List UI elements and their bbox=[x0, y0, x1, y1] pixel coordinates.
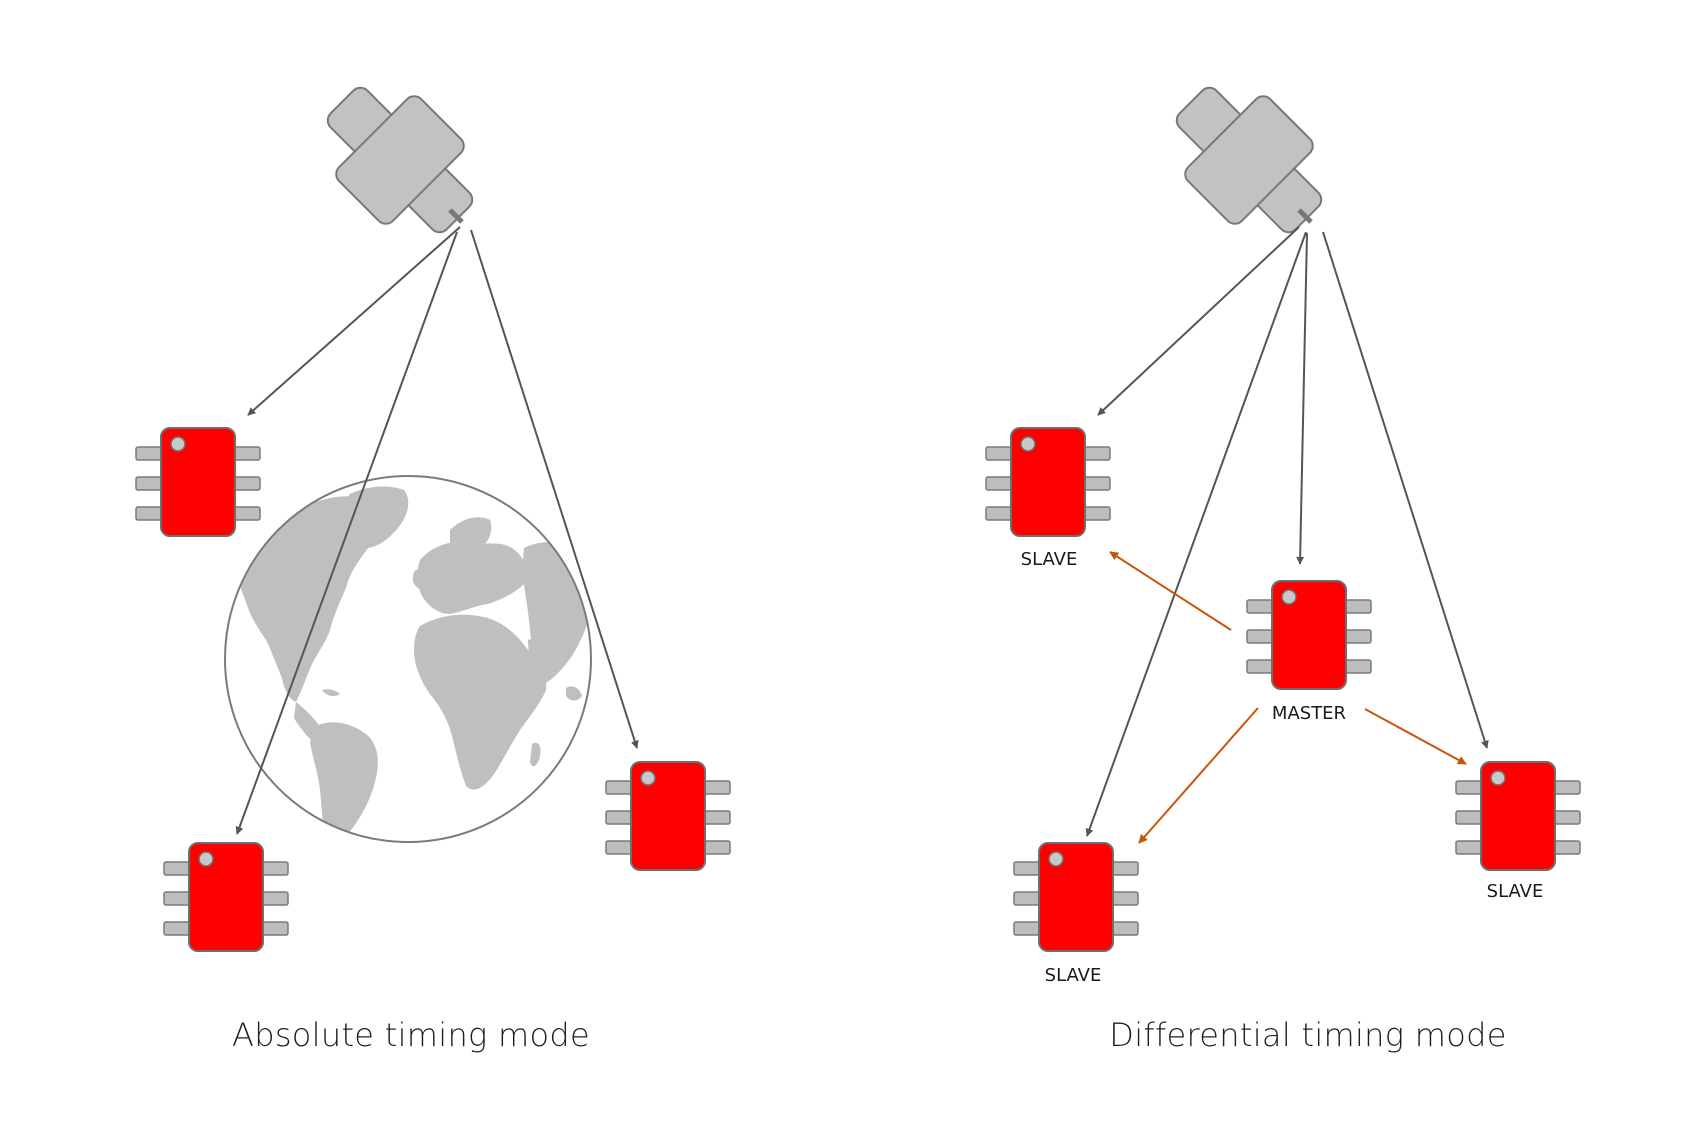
sync-arrow bbox=[1109, 551, 1232, 631]
signal-arrow bbox=[470, 229, 639, 749]
panel-caption: Differential timing mode bbox=[1109, 1016, 1506, 1054]
signal-arrow bbox=[1296, 232, 1308, 565]
slave-chip: SLAVE bbox=[1013, 842, 1139, 986]
signal-arrow bbox=[1322, 231, 1489, 749]
slave-label: SLAVE bbox=[1021, 549, 1078, 570]
satellite-icon bbox=[1150, 61, 1348, 259]
signal-arrow bbox=[1097, 226, 1300, 416]
master-chip: MASTER bbox=[1246, 580, 1372, 724]
signal-arrow bbox=[1085, 231, 1307, 837]
master-label: MASTER bbox=[1272, 703, 1346, 724]
differential-panel: SLAVE MASTER SLAVE SLAVE Differential ti… bbox=[985, 61, 1581, 1054]
chip-icon bbox=[1455, 761, 1581, 871]
panel-caption: Absolute timing mode bbox=[232, 1016, 590, 1054]
chip-icon bbox=[1246, 580, 1372, 690]
slave-label: SLAVE bbox=[1487, 881, 1544, 902]
slave-label: SLAVE bbox=[1045, 965, 1102, 986]
chip-icon bbox=[135, 427, 261, 537]
signal-arrow bbox=[247, 226, 461, 416]
chip-icon bbox=[985, 427, 1111, 537]
sync-arrow bbox=[1138, 707, 1259, 844]
slave-chip: SLAVE bbox=[1455, 761, 1581, 902]
globe-icon bbox=[224, 475, 592, 843]
signal-arrow bbox=[235, 231, 458, 835]
chip-icon bbox=[605, 761, 731, 871]
slave-chip: SLAVE bbox=[985, 427, 1111, 570]
chip-icon bbox=[1013, 842, 1139, 952]
chip-icon bbox=[163, 842, 289, 952]
absolute-panel: Absolute timing mode bbox=[135, 61, 731, 1054]
satellite-icon bbox=[301, 61, 499, 259]
sync-arrow bbox=[1364, 708, 1467, 765]
